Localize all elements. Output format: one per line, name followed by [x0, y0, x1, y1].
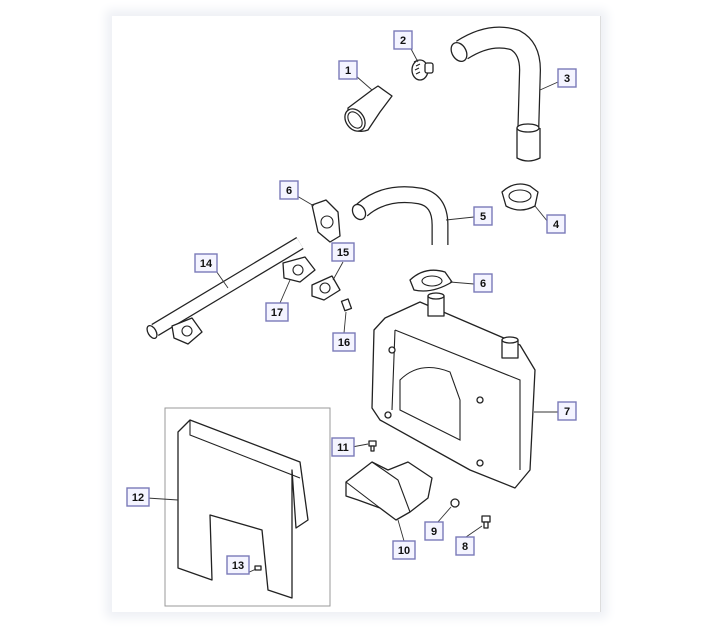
callout-1[interactable]: 1: [338, 60, 358, 80]
svg-text:4: 4: [553, 219, 560, 231]
part-hose-5[interactable]: [350, 186, 449, 245]
svg-text:17: 17: [271, 307, 283, 319]
svg-text:12: 12: [132, 492, 144, 504]
svg-text:8: 8: [462, 541, 468, 553]
callout-8[interactable]: 8: [455, 536, 475, 556]
callout-6[interactable]: 6: [279, 180, 299, 200]
svg-text:15: 15: [337, 247, 349, 259]
callout-11[interactable]: 11: [331, 437, 355, 457]
callout-3[interactable]: 3: [557, 68, 577, 88]
svg-text:1: 1: [345, 65, 351, 77]
callout-2[interactable]: 2: [393, 30, 413, 50]
part-pipe-14[interactable]: [145, 236, 316, 345]
callout-7[interactable]: 7: [557, 401, 577, 421]
svg-text:5: 5: [480, 211, 486, 223]
callout-15[interactable]: 15: [331, 242, 355, 262]
part-shield-12[interactable]: [177, 419, 309, 599]
svg-text:6: 6: [286, 185, 292, 197]
svg-text:2: 2: [400, 35, 406, 47]
svg-text:3: 3: [564, 73, 570, 85]
callout-10[interactable]: 10: [392, 540, 416, 560]
part-hose-3[interactable]: [448, 26, 542, 162]
svg-text:10: 10: [398, 545, 410, 557]
part-bolt-8[interactable]: [481, 515, 491, 529]
shield-frame: [164, 407, 331, 607]
callout-13[interactable]: 13: [226, 555, 250, 575]
callout-12[interactable]: 12: [126, 487, 150, 507]
svg-text:14: 14: [200, 258, 213, 270]
svg-text:13: 13: [232, 560, 244, 572]
part-screw-13[interactable]: [254, 565, 262, 571]
svg-text:16: 16: [338, 337, 350, 349]
part-bracket-10[interactable]: [345, 461, 433, 521]
part-clamp-4[interactable]: [501, 183, 539, 211]
callout-14[interactable]: 14: [194, 253, 218, 273]
svg-text:11: 11: [337, 442, 349, 454]
part-gasket-15[interactable]: [311, 275, 341, 301]
callout-9[interactable]: 9: [424, 521, 444, 541]
part-washer-9[interactable]: [450, 498, 460, 508]
callout-5[interactable]: 5: [473, 206, 493, 226]
svg-text:6: 6: [480, 278, 486, 290]
callout-4[interactable]: 4: [546, 214, 566, 234]
part-stud-16[interactable]: [340, 298, 353, 312]
part-bolt-11[interactable]: [368, 440, 377, 452]
svg-text:9: 9: [431, 526, 437, 538]
part-clamp-2[interactable]: [411, 59, 434, 81]
part-clamp-6b[interactable]: [409, 269, 453, 292]
svg-text:7: 7: [564, 406, 570, 418]
part-muffler-7[interactable]: [371, 292, 536, 489]
callout-16[interactable]: 16: [332, 332, 356, 352]
callout-17[interactable]: 17: [265, 302, 289, 322]
part-coupling-1[interactable]: [341, 85, 393, 135]
callout-6b[interactable]: 6: [473, 273, 493, 293]
part-bracket-6[interactable]: [311, 199, 341, 243]
